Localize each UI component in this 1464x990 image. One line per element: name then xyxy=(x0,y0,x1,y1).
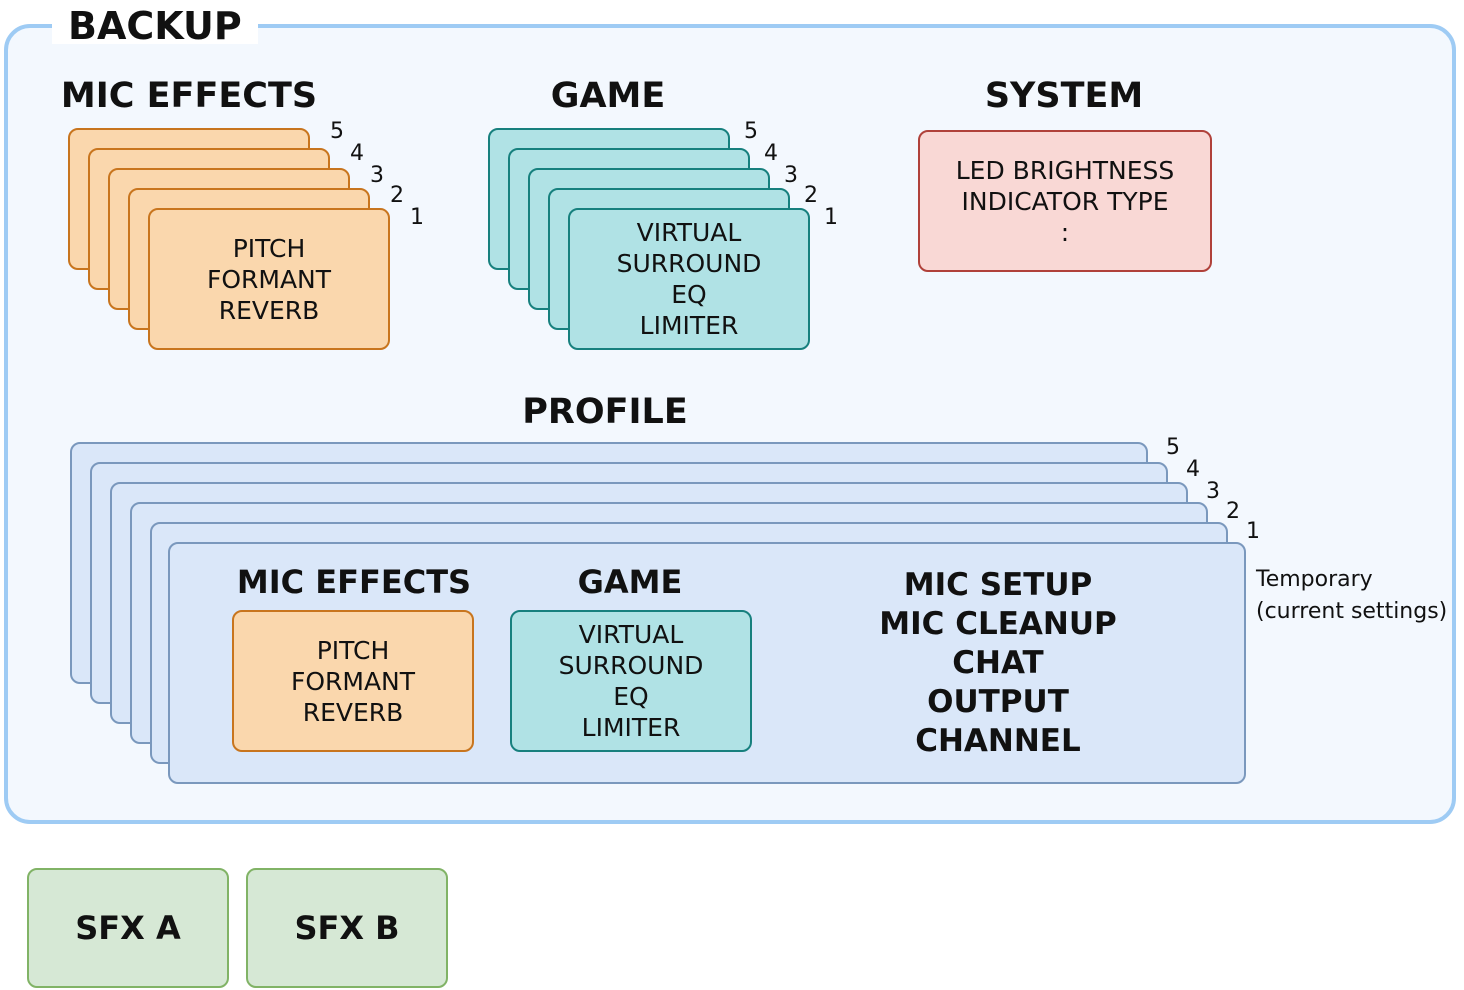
profile-mic-effects-box: PITCH FORMANT REVERB xyxy=(232,610,474,752)
game-slot-number: 4 xyxy=(764,141,778,166)
mic-effects-slot-1: PITCH FORMANT REVERB xyxy=(148,208,390,350)
profile-slot-number: 2 xyxy=(1226,499,1240,524)
profile-other-line: CHAT xyxy=(952,645,1044,681)
game-slot-number: 2 xyxy=(804,183,818,208)
system-heading: SYSTEM xyxy=(984,76,1144,116)
game-line: VIRTUAL xyxy=(636,218,742,247)
game-heading: GAME xyxy=(550,76,666,116)
profile-mic-effects-line: FORMANT xyxy=(290,666,416,696)
game-line: SURROUND xyxy=(616,249,762,278)
profile-other-line: MIC SETUP xyxy=(903,567,1093,603)
sfx-b-box: SFX B xyxy=(246,868,448,988)
profile-heading: PROFILE xyxy=(522,392,688,432)
game-slot-1: VIRTUAL SURROUND EQ LIMITER xyxy=(568,208,810,350)
profile-other-line: CHANNEL xyxy=(915,723,1081,759)
system-line: INDICATOR TYPE xyxy=(961,186,1169,216)
game-slot-number: 5 xyxy=(744,119,758,144)
mic-effects-slot-number: 2 xyxy=(390,183,404,208)
mic-effects-slot-number: 5 xyxy=(330,119,344,144)
profile-game-line: VIRTUAL xyxy=(578,620,684,649)
profile-game-heading: GAME xyxy=(577,563,683,601)
profile-game-line: SURROUND xyxy=(558,651,704,680)
game-line: EQ xyxy=(671,280,707,309)
temporary-label-line: (current settings) xyxy=(1256,599,1448,624)
profile-slot-number: 1 xyxy=(1246,519,1260,544)
temporary-label: Temporary (current settings) xyxy=(1256,564,1447,628)
profile-slot-number: 5 xyxy=(1166,435,1180,460)
profile-mic-effects-line: PITCH xyxy=(316,635,390,665)
mic-effects-slot-number: 1 xyxy=(410,205,424,230)
profile-mic-effects-heading: MIC EFFECTS xyxy=(236,563,472,601)
game-slot-number: 3 xyxy=(784,163,798,188)
profile-slot-number: 3 xyxy=(1206,479,1220,504)
profile-other-settings: MIC SETUP MIC CLEANUP CHAT OUTPUT CHANNE… xyxy=(848,566,1148,761)
profile-other-line: MIC CLEANUP xyxy=(879,606,1117,642)
sfx-a-box: SFX A xyxy=(27,868,229,988)
system-line: : xyxy=(1060,217,1070,247)
system-box: LED BRIGHTNESS INDICATOR TYPE : xyxy=(918,130,1212,272)
profile-mic-effects-line: REVERB xyxy=(302,697,404,727)
mic-effects-slot-number: 4 xyxy=(350,141,364,166)
mic-effects-slot-number: 3 xyxy=(370,163,384,188)
mic-effects-line: FORMANT xyxy=(206,264,332,294)
backup-title: BACKUP xyxy=(52,4,258,48)
game-slot-number: 1 xyxy=(824,205,838,230)
mic-effects-heading: MIC EFFECTS xyxy=(60,76,318,116)
mic-effects-line: PITCH xyxy=(232,233,306,263)
profile-game-box: VIRTUAL SURROUND EQ LIMITER xyxy=(510,610,752,752)
game-line: LIMITER xyxy=(639,311,739,340)
profile-game-line: EQ xyxy=(613,682,649,711)
profile-game-line: LIMITER xyxy=(581,713,681,742)
profile-slot-number: 4 xyxy=(1186,457,1200,482)
profile-other-line: OUTPUT xyxy=(927,684,1069,720)
system-line: LED BRIGHTNESS xyxy=(955,155,1175,185)
temporary-label-line: Temporary xyxy=(1256,567,1373,592)
mic-effects-line: REVERB xyxy=(218,295,320,325)
